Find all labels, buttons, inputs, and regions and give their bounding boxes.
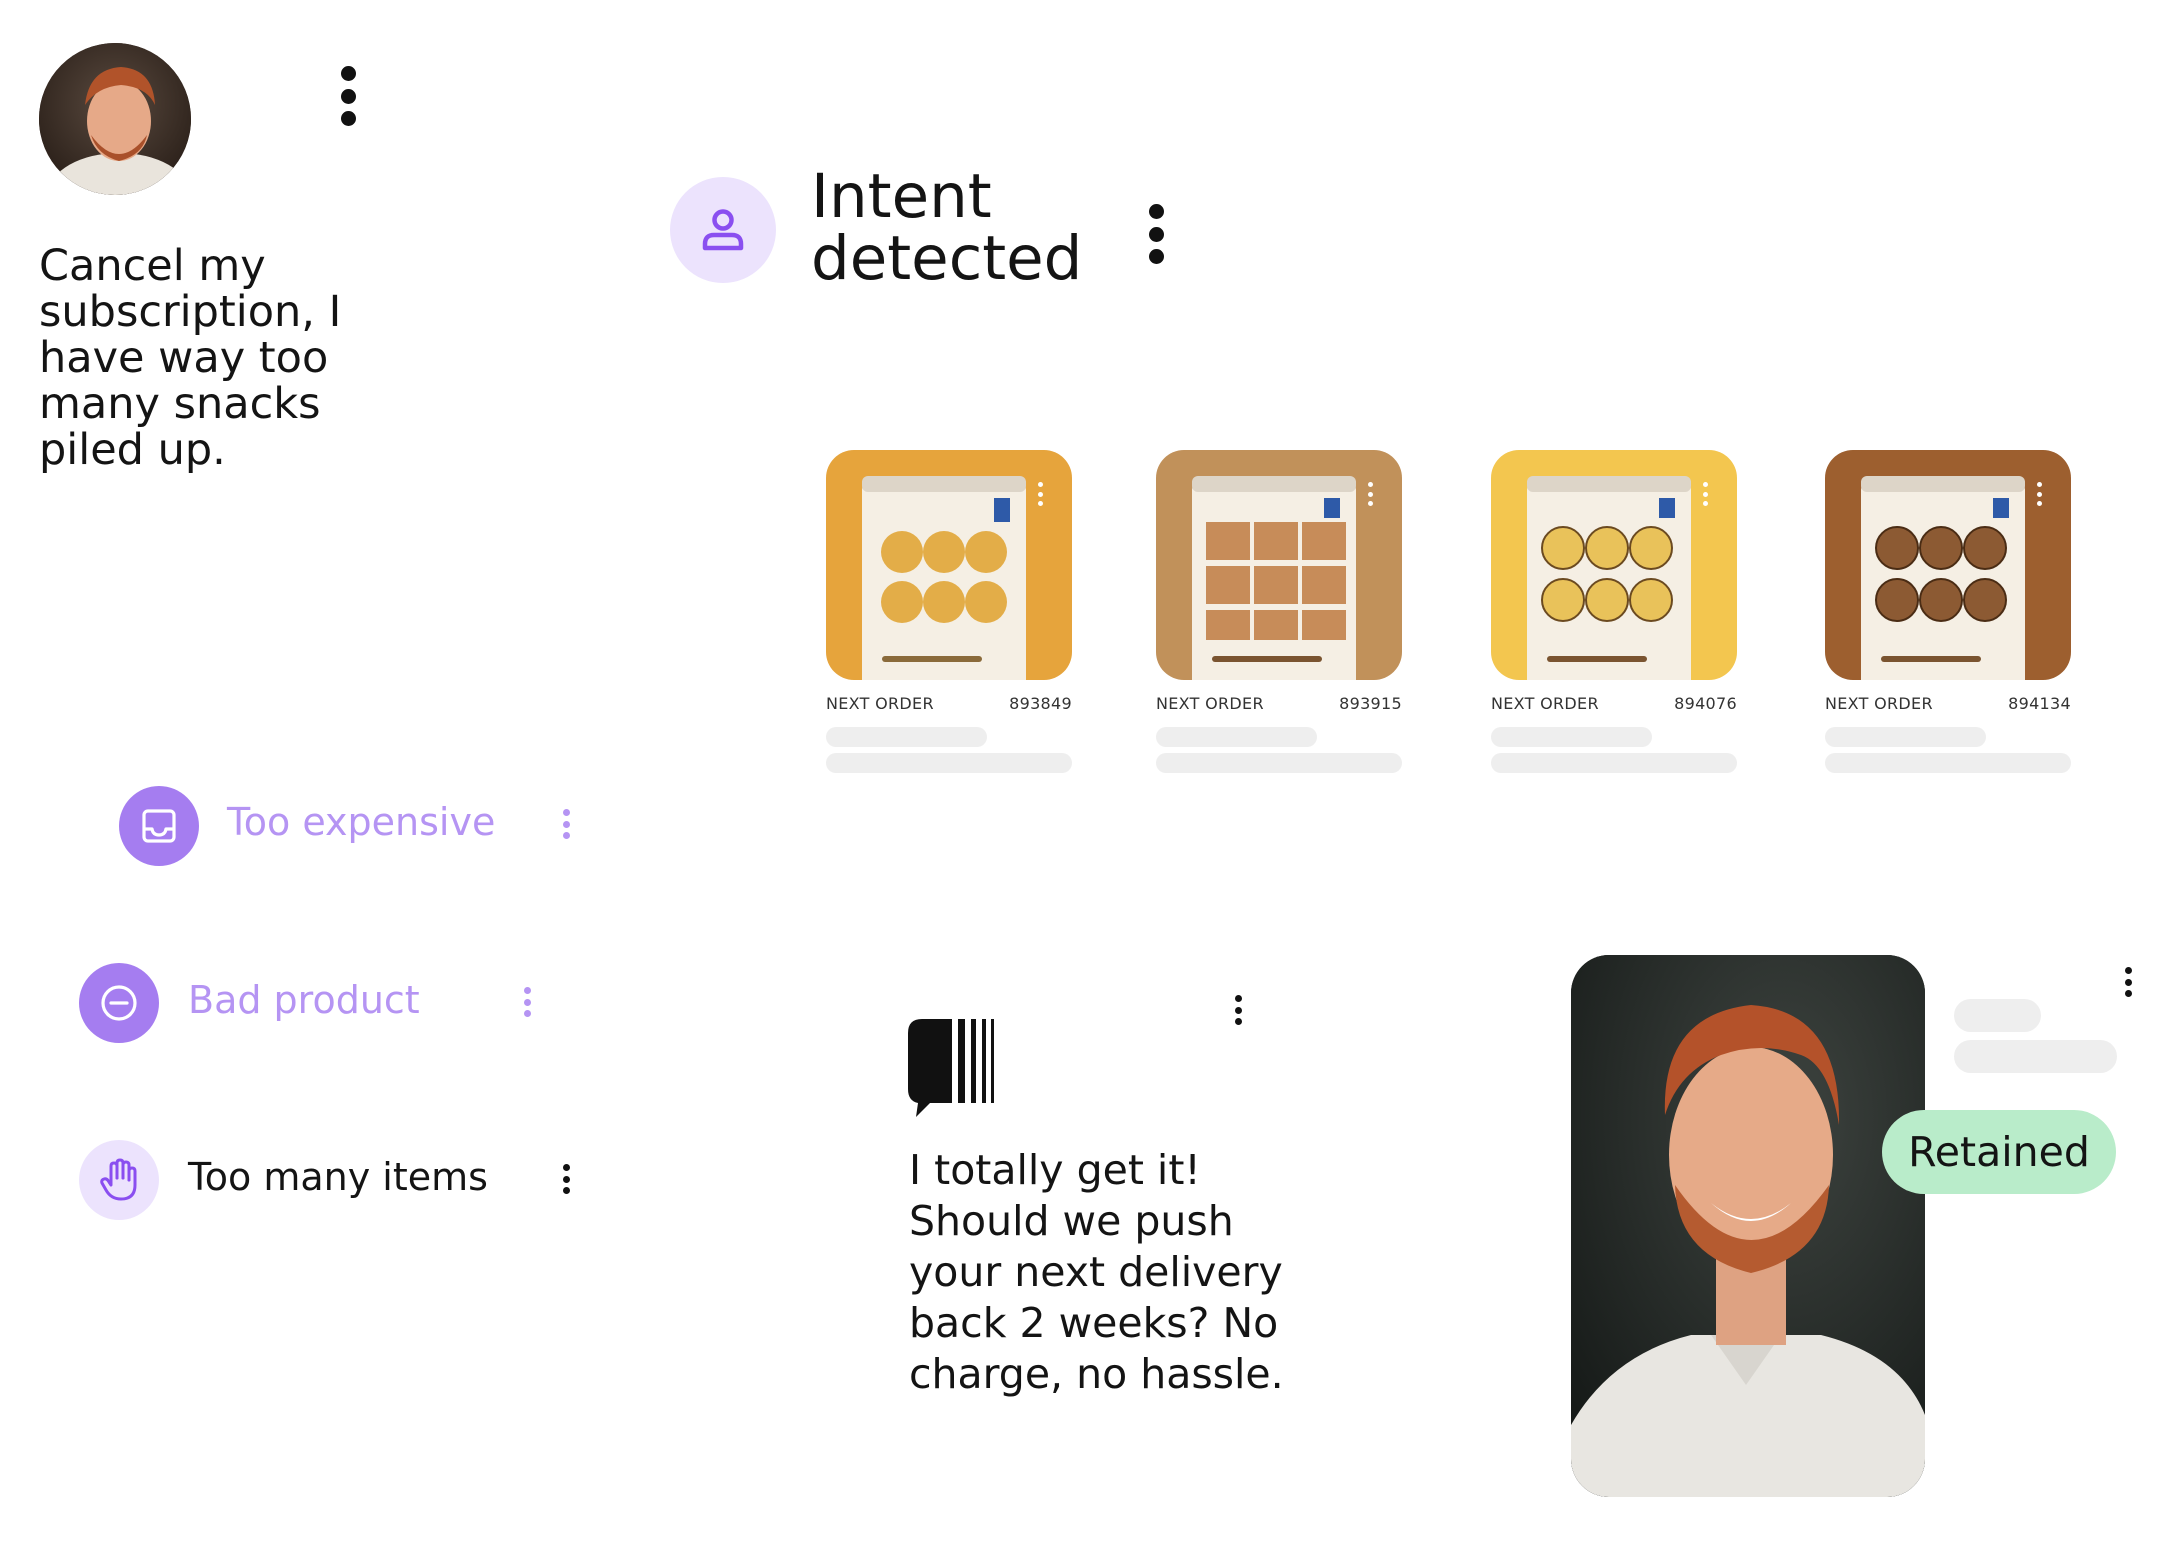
user-message: Cancel my subscription, I have way too m… bbox=[39, 241, 342, 475]
product-menu-button[interactable] bbox=[1036, 482, 1044, 506]
skeleton-line bbox=[826, 727, 987, 747]
product-image bbox=[1491, 450, 1737, 680]
customer-menu-button[interactable] bbox=[2123, 967, 2133, 997]
snack-can-icon bbox=[1861, 476, 2025, 680]
product-card[interactable]: NEXT ORDER 893915 bbox=[1156, 450, 1402, 773]
product-image bbox=[826, 450, 1072, 680]
reason-too-expensive-icon-bg[interactable] bbox=[119, 786, 199, 866]
product-order-id: 894076 bbox=[1674, 694, 1737, 713]
skeleton-line bbox=[826, 753, 1072, 773]
product-card[interactable]: NEXT ORDER 894076 bbox=[1491, 450, 1737, 773]
skeleton-line bbox=[1825, 753, 2071, 773]
product-next-order-label: NEXT ORDER bbox=[1491, 694, 1599, 713]
customer-photo bbox=[1571, 955, 1925, 1497]
product-order-id: 893849 bbox=[1009, 694, 1072, 713]
reason-bad-product-label[interactable]: Bad product bbox=[188, 978, 420, 1022]
bot-reply-message: I totally get it! Should we push your ne… bbox=[909, 1146, 1284, 1398]
bot-logo-icon bbox=[908, 1019, 996, 1123]
reason-too-expensive-menu-button[interactable] bbox=[561, 809, 571, 839]
hand-icon bbox=[100, 1158, 137, 1201]
snack-can-icon bbox=[1192, 476, 1356, 680]
product-image bbox=[1825, 450, 2071, 680]
user-menu-button[interactable] bbox=[338, 66, 358, 126]
reason-too-many-items-icon-bg[interactable] bbox=[79, 1140, 159, 1220]
reason-bad-product-menu-button[interactable] bbox=[522, 987, 532, 1017]
intent-menu-button[interactable] bbox=[1146, 204, 1166, 264]
snack-can-icon bbox=[1527, 476, 1691, 680]
intent-title: Intent detected bbox=[811, 166, 1082, 290]
user-icon bbox=[702, 209, 744, 251]
skeleton-line bbox=[1491, 727, 1652, 747]
reason-too-expensive-label[interactable]: Too expensive bbox=[227, 800, 496, 844]
product-card[interactable]: NEXT ORDER 894134 bbox=[1825, 450, 2071, 773]
retained-status-badge: Retained bbox=[1882, 1110, 2116, 1194]
reason-too-many-items-menu-button[interactable] bbox=[561, 1164, 571, 1194]
product-card[interactable]: NEXT ORDER 893849 bbox=[826, 450, 1072, 773]
product-menu-button[interactable] bbox=[1366, 482, 1374, 506]
bot-message-menu-button[interactable] bbox=[1233, 995, 1243, 1025]
skeleton-line bbox=[1491, 753, 1737, 773]
skeleton-line bbox=[1954, 1040, 2117, 1073]
snack-can-icon bbox=[862, 476, 1026, 680]
intent-title-line1: Intent bbox=[811, 161, 992, 232]
intent-title-line2: detected bbox=[811, 223, 1083, 294]
intent-icon bbox=[670, 177, 776, 283]
product-image bbox=[1156, 450, 1402, 680]
product-menu-button[interactable] bbox=[2035, 482, 2043, 506]
inbox-icon bbox=[142, 809, 176, 843]
product-order-id: 894134 bbox=[2008, 694, 2071, 713]
minus-circle-icon bbox=[101, 985, 137, 1021]
skeleton-line bbox=[1954, 999, 2041, 1032]
user-avatar bbox=[39, 43, 191, 195]
product-next-order-label: NEXT ORDER bbox=[1825, 694, 1933, 713]
skeleton-line bbox=[1825, 727, 1986, 747]
product-next-order-label: NEXT ORDER bbox=[1156, 694, 1264, 713]
skeleton-line bbox=[1156, 727, 1317, 747]
product-order-id: 893915 bbox=[1339, 694, 1402, 713]
reason-too-many-items-label[interactable]: Too many items bbox=[188, 1155, 488, 1199]
reason-bad-product-icon-bg[interactable] bbox=[79, 963, 159, 1043]
product-menu-button[interactable] bbox=[1701, 482, 1709, 506]
product-next-order-label: NEXT ORDER bbox=[826, 694, 934, 713]
skeleton-line bbox=[1156, 753, 1402, 773]
